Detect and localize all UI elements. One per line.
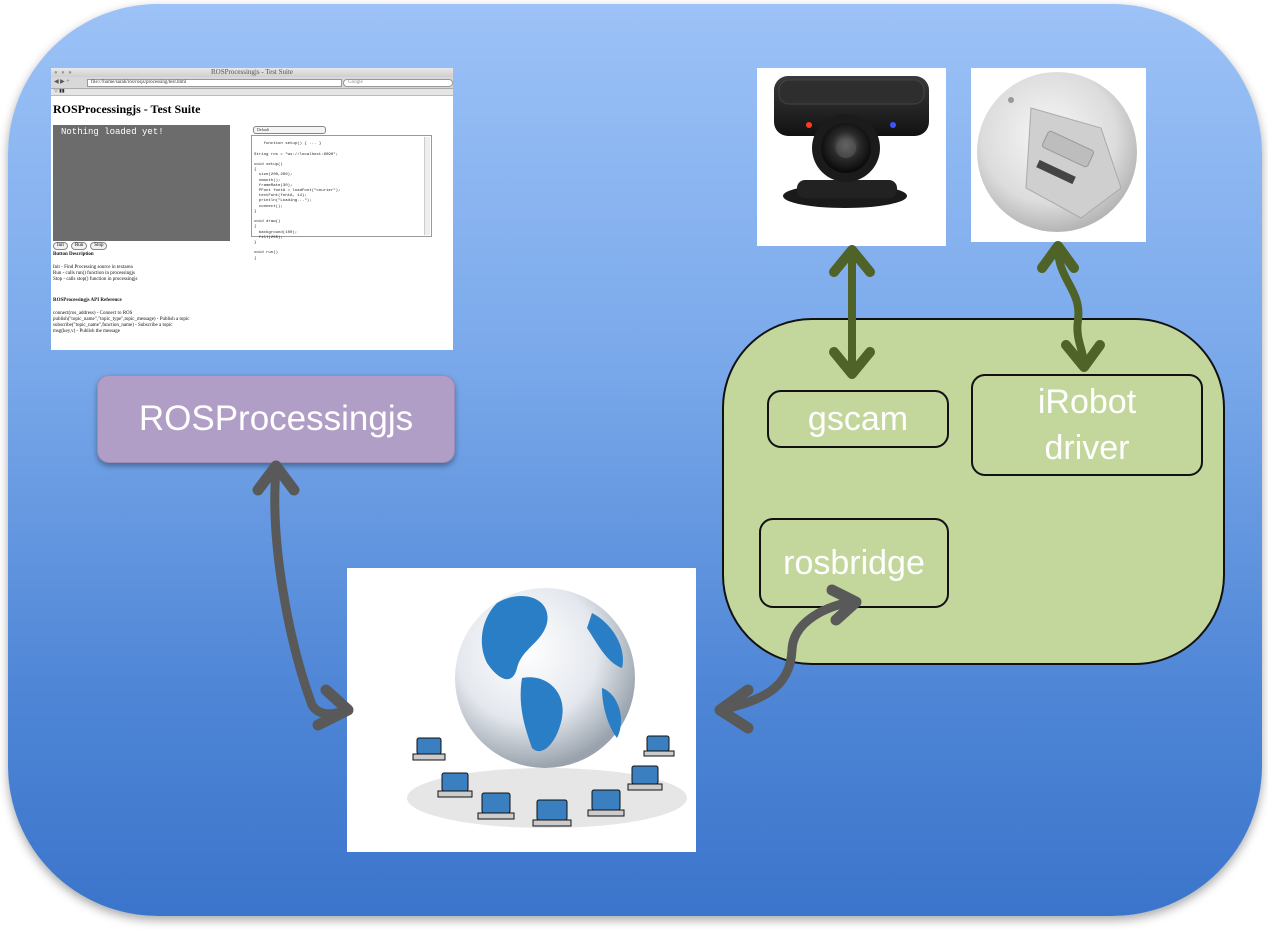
init-button: Init: [53, 242, 68, 250]
robot-computer-group: [722, 318, 1225, 665]
irobot-driver-node: iRobot driver: [971, 374, 1203, 476]
rosprocessingjs-box: ROSProcessingjs: [97, 375, 455, 463]
gscam-node: gscam: [767, 390, 949, 448]
browser-url-bar: file:///home/sarah/ros/rosjs/processing/…: [87, 79, 342, 87]
code-scrollbar: [424, 137, 430, 235]
camera-photo: [757, 68, 946, 246]
browser-bookmarks-bar: ▽ ▮▮: [51, 89, 453, 96]
run-button: Run: [70, 242, 88, 250]
processing-canvas: Nothing loaded yet!: [53, 125, 230, 241]
irobot-photo: [971, 68, 1146, 242]
canvas-text: Nothing loaded yet!: [61, 127, 164, 137]
browser-titlebar: ● ● ● ROSProcessingjs - Test Suite: [51, 68, 453, 77]
code-text: function setup() { ... } String ros = "w…: [254, 142, 341, 261]
api-lines: connect(ros_address) - Connect to ROS pu…: [53, 311, 190, 334]
browser-window-title: ROSProcessingjs - Test Suite: [210, 68, 294, 76]
stop-button: Stop: [90, 242, 108, 250]
sketch-select: Default: [253, 126, 326, 134]
browser-search-box: Google: [343, 79, 453, 87]
desc-lines: Init - Find Processing source in textare…: [53, 265, 138, 282]
globe-network-photo: [347, 568, 696, 852]
rosbridge-node: rosbridge: [759, 518, 949, 608]
code-textarea: function setup() { ... } String ros = "w…: [251, 135, 432, 261]
browser-screenshot: ● ● ● ROSProcessingjs - Test Suite ◀ ▶ +…: [51, 68, 453, 350]
api-heading: ROSProcessingjs API Reference: [53, 298, 122, 303]
nav-arrows-icon: ◀ ▶ +: [54, 79, 70, 85]
page-heading: ROSProcessingjs - Test Suite: [53, 102, 201, 116]
control-buttons: Init Run Stop: [53, 242, 108, 250]
window-controls-icon: ● ● ●: [54, 70, 73, 76]
desc-heading: Button Description: [53, 252, 94, 257]
browser-toolbar: ◀ ▶ + file:///home/sarah/ros/rosjs/proce…: [51, 77, 453, 89]
